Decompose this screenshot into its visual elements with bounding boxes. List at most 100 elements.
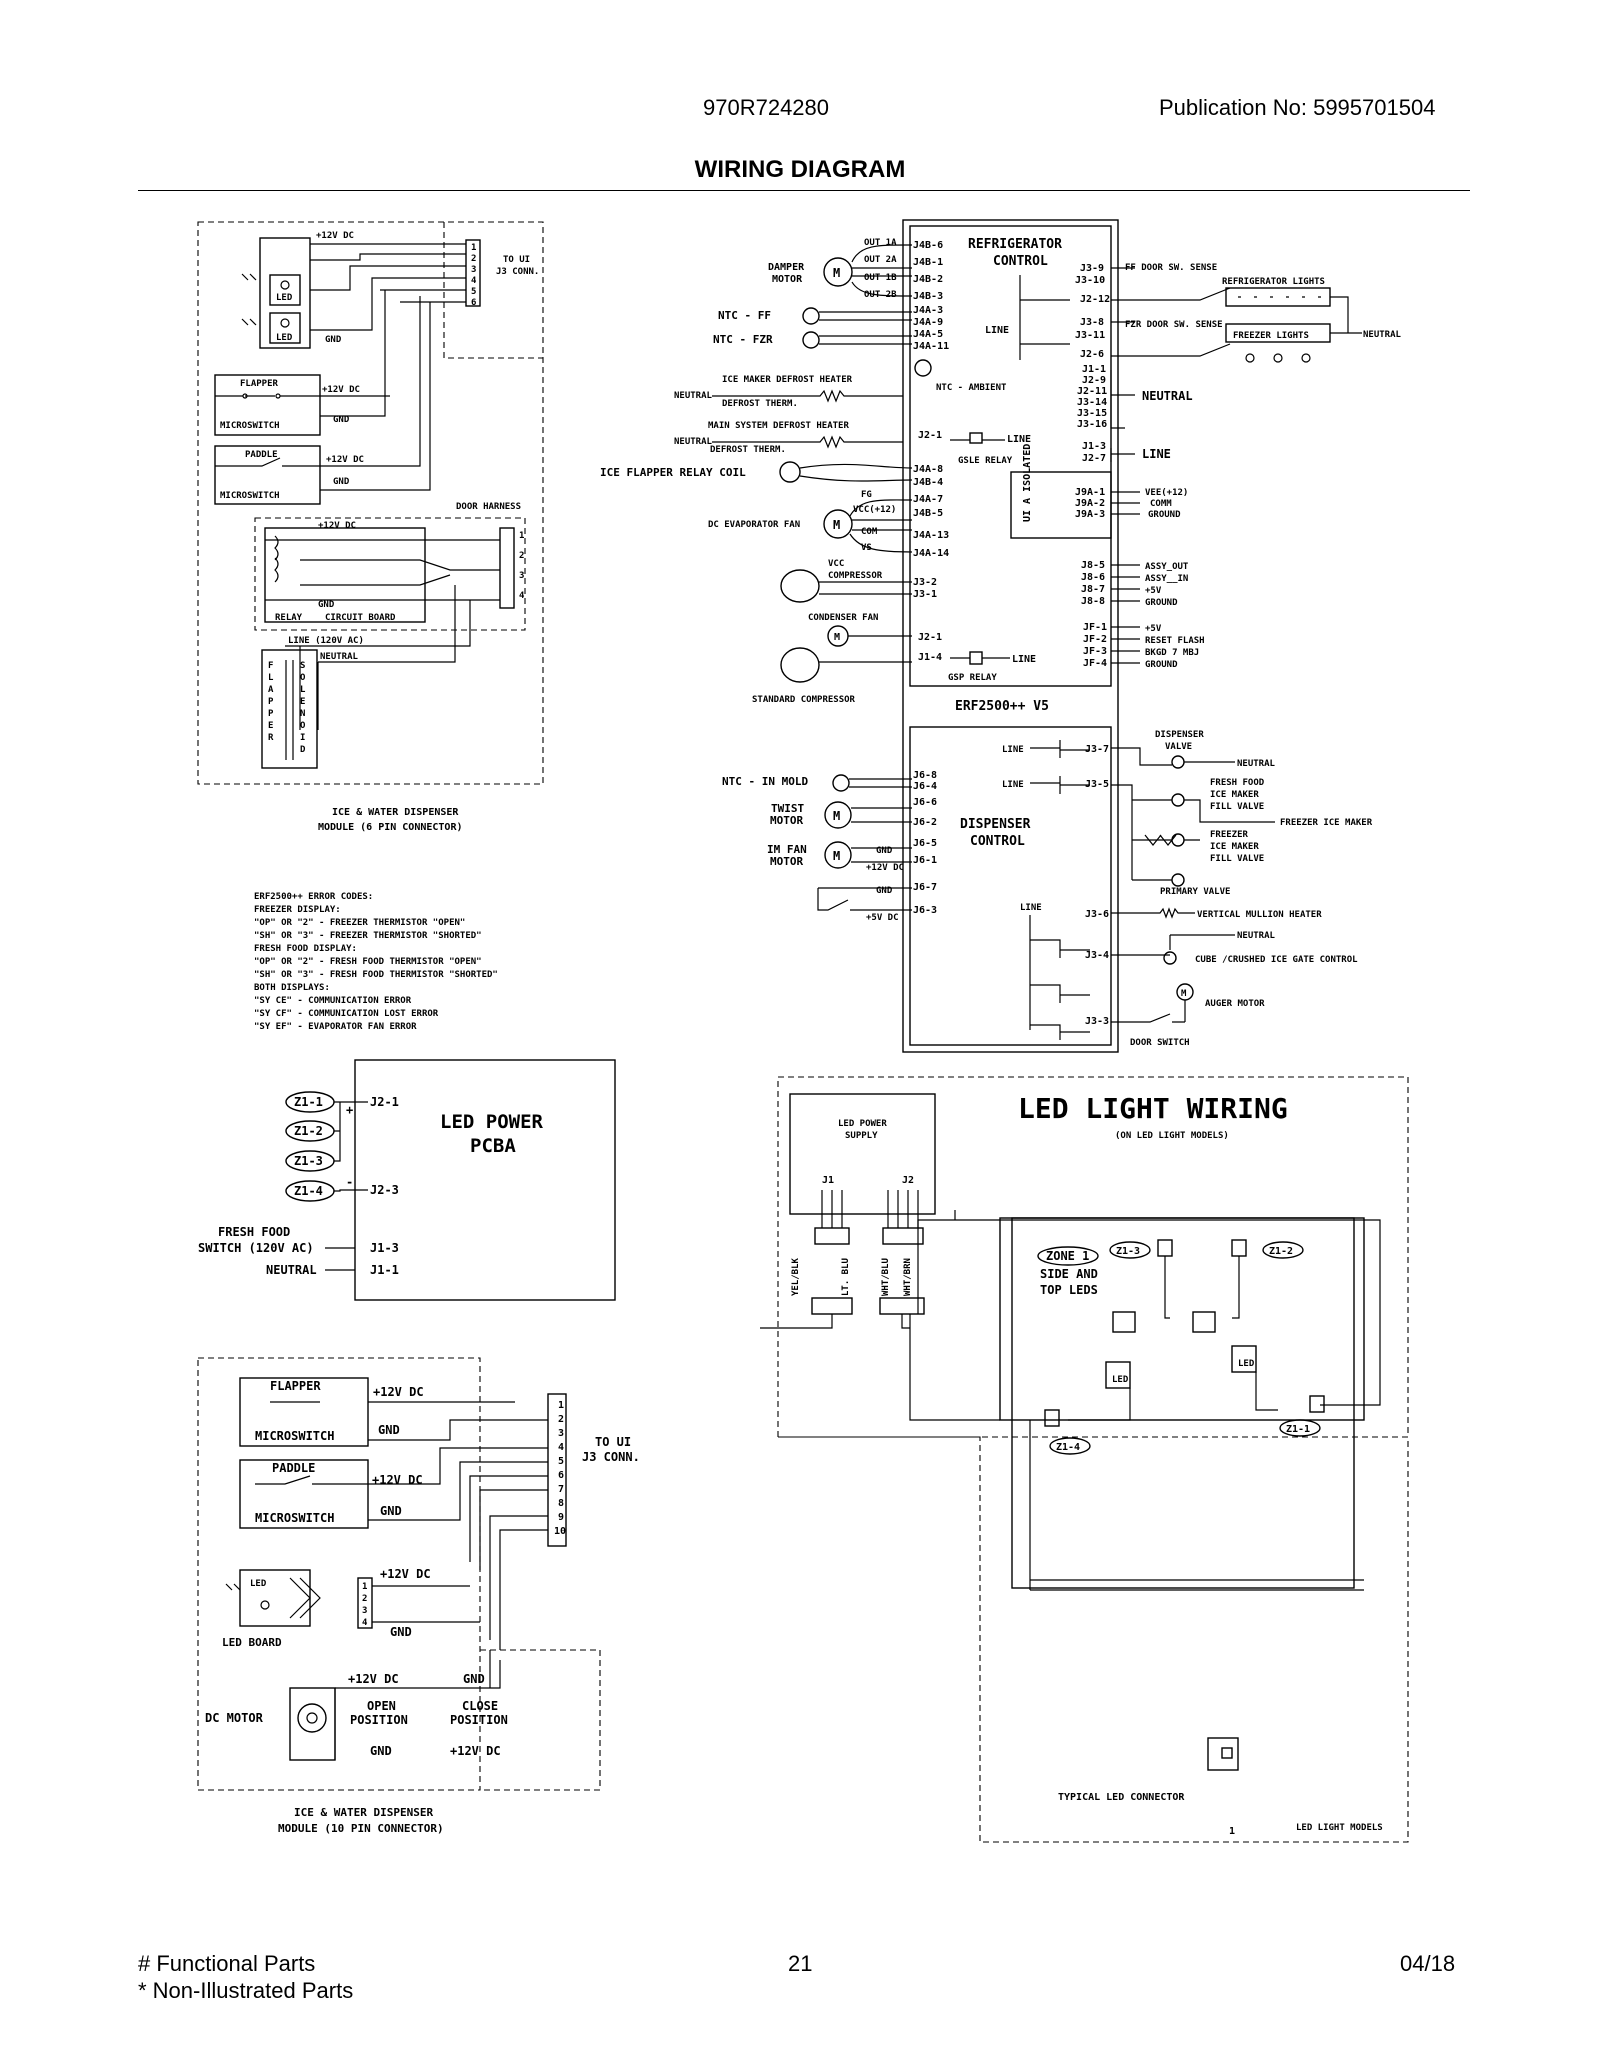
solenoid-line-wires	[285, 585, 471, 730]
led-light-wiring-title: LED LIGHT WIRING	[1018, 1092, 1288, 1125]
dc-evap-fan-icon	[823, 509, 853, 539]
j6-4: J6-4	[913, 781, 937, 792]
cube-crushed-label: CUBE /CRUSHED ICE GATE CONTROL	[1195, 955, 1358, 965]
disp-relays-top	[1030, 740, 1090, 794]
ff-fill-valve-icon	[1171, 793, 1185, 807]
error-codes: ERF2500++ ERROR CODES: FREEZER DISPLAY: …	[254, 892, 498, 1032]
zone1-badge	[1037, 1246, 1099, 1266]
z1-2: Z1-2	[294, 1124, 323, 1138]
damper-label: DAMPER	[768, 262, 805, 273]
z1-1: Z1-1	[294, 1095, 323, 1109]
j3-conn-6pin: J3 CONN.	[496, 267, 539, 277]
refrigerator-control-title-1: REFRIGERATOR	[968, 237, 1062, 252]
ntc-wires	[819, 311, 912, 345]
cube-gate-icon	[1163, 951, 1177, 965]
j3-15: J3-15	[1077, 408, 1107, 419]
minus-sign: -	[346, 1175, 353, 1189]
ground-label-3: GROUND	[1145, 660, 1178, 670]
j2-connector	[882, 1227, 924, 1245]
fz-fill-valve-icon	[1171, 833, 1185, 847]
paddle-10pin-v12: +12V DC	[372, 1473, 423, 1487]
plus-sign: +	[346, 1103, 353, 1117]
gsp-relay-label: GSP RELAY	[948, 673, 997, 683]
error-line-9: "SY CF" - COMMUNICATION LOST ERROR	[254, 1009, 439, 1019]
gsle-line: LINE	[1007, 434, 1031, 445]
board-pin-2: 2	[362, 1594, 367, 1604]
motor-gnd-top: GND	[463, 1672, 485, 1686]
led-board-traces	[289, 1577, 321, 1619]
paddle-10pin: PADDLE	[272, 1461, 315, 1475]
assy-out: ASSY_OUT	[1145, 562, 1189, 572]
relay-label: RELAY	[275, 613, 303, 623]
disp-line-1: LINE	[1002, 745, 1024, 755]
error-line-6: "SH" OR "3" - FRESH FOOD THERMISTOR "SHO…	[254, 970, 498, 980]
ice-water-dispenser-module-10pin: FLAPPER MICROSWITCH +12V DC GND PADDLE M…	[197, 1357, 640, 1835]
freezer-bulb-3	[1301, 353, 1311, 363]
j4b-6: J4B-6	[913, 240, 943, 251]
flapper-gnd-wire	[320, 290, 386, 417]
gsle-relay-icon	[969, 432, 983, 444]
freezer-ice-maker: FREEZER ICE MAKER	[1280, 818, 1373, 828]
j4a-5: J4A-5	[913, 329, 943, 340]
auger-m: M	[1181, 989, 1187, 999]
ground-label-1: GROUND	[1148, 510, 1181, 520]
module-10pin-dashed-border	[197, 1357, 481, 1791]
j8-wires	[1111, 564, 1140, 602]
paddle-label-6pin: PADDLE	[245, 450, 278, 460]
z14-badge	[1049, 1437, 1091, 1455]
neutral-led: NEUTRAL	[266, 1263, 317, 1277]
ff-ice-maker-3: FILL VALVE	[1210, 802, 1264, 812]
line-120-label: LINE (120V AC)	[288, 636, 364, 646]
flapper-label-6pin: FLAPPER	[240, 379, 279, 389]
typical-led-connector-icon	[1207, 1737, 1239, 1771]
microswitch-10pin-2: MICROSWITCH	[255, 1511, 334, 1525]
paddle-microswitch-10pin	[239, 1459, 369, 1529]
j3-5: J3-5	[1085, 779, 1109, 790]
led-wiring-subtitle: (ON LED LIGHT MODELS)	[1115, 1131, 1229, 1141]
flapper-microswitch-box	[214, 374, 321, 436]
comm-label: COMM	[1150, 499, 1172, 509]
z13-connector	[1157, 1239, 1173, 1257]
led-light-wiring: LED LIGHT WIRING (ON LED LIGHT MODELS) L…	[760, 1076, 1409, 1843]
led-light-models-label: LED LIGHT MODELS	[1296, 1823, 1383, 1833]
ice-water-dispenser-module-6pin: LED LED +12V DC GND 1 2 3 4 5 6 TO UI J3…	[197, 221, 544, 833]
neutral-defrost-1: NEUTRAL	[674, 391, 713, 401]
fresh-food-label: FRESH FOOD	[218, 1225, 290, 1239]
dc-evap-fan-m: M	[833, 518, 840, 532]
harness-pin-3: 3	[519, 571, 524, 581]
module-10pin-dash-extension	[480, 1649, 601, 1791]
ff-ice-maker-2: ICE MAKER	[1210, 790, 1259, 800]
module-6pin-caption-2: MODULE (6 PIN CONNECTOR)	[318, 822, 463, 833]
motor-v12-bottom: +12V DC	[450, 1744, 501, 1758]
typical-led-connector-label: TYPICAL LED CONNECTOR	[1058, 1792, 1185, 1803]
twist-motor-label: MOTOR	[770, 814, 803, 827]
ui-isolated-label: UI A ISOLATED	[1022, 444, 1033, 522]
pin6-6: 6	[471, 298, 476, 308]
j8-5: J8-5	[1081, 560, 1105, 571]
wire-lt-blu: LT. BLU	[841, 1258, 851, 1296]
out-2b: OUT 2B	[864, 290, 897, 300]
led-label-1: LED	[276, 293, 293, 303]
led-supply-1: LED POWER	[838, 1119, 887, 1129]
led-board-wires	[372, 1585, 480, 1623]
j6-6: J6-6	[913, 797, 937, 808]
im-fan-wires	[851, 847, 912, 863]
j2-3-led: J2-3	[370, 1183, 399, 1197]
z14-connector	[1044, 1409, 1060, 1427]
flapper-solenoid-box	[261, 649, 318, 769]
refrigerator-lights-box	[1225, 287, 1331, 307]
page-title: WIRING DIAGRAM	[694, 156, 906, 183]
pin6-5: 5	[471, 287, 476, 297]
j3-4: J3-4	[1085, 950, 1109, 961]
flapper-10pin-gnd: GND	[378, 1423, 400, 1437]
j4b-4: J4B-4	[913, 477, 943, 488]
led-center-right-box	[1231, 1345, 1257, 1373]
standard-compressor-icon	[780, 647, 820, 683]
j4a-8: J4A-8	[913, 464, 943, 475]
gnd-label-led: GND	[325, 335, 342, 345]
led-left-box	[1112, 1311, 1136, 1333]
neutral-main: NEUTRAL	[1142, 389, 1193, 403]
valve-bus	[1111, 784, 1172, 881]
paddle-v12: +12V DC	[326, 455, 364, 465]
